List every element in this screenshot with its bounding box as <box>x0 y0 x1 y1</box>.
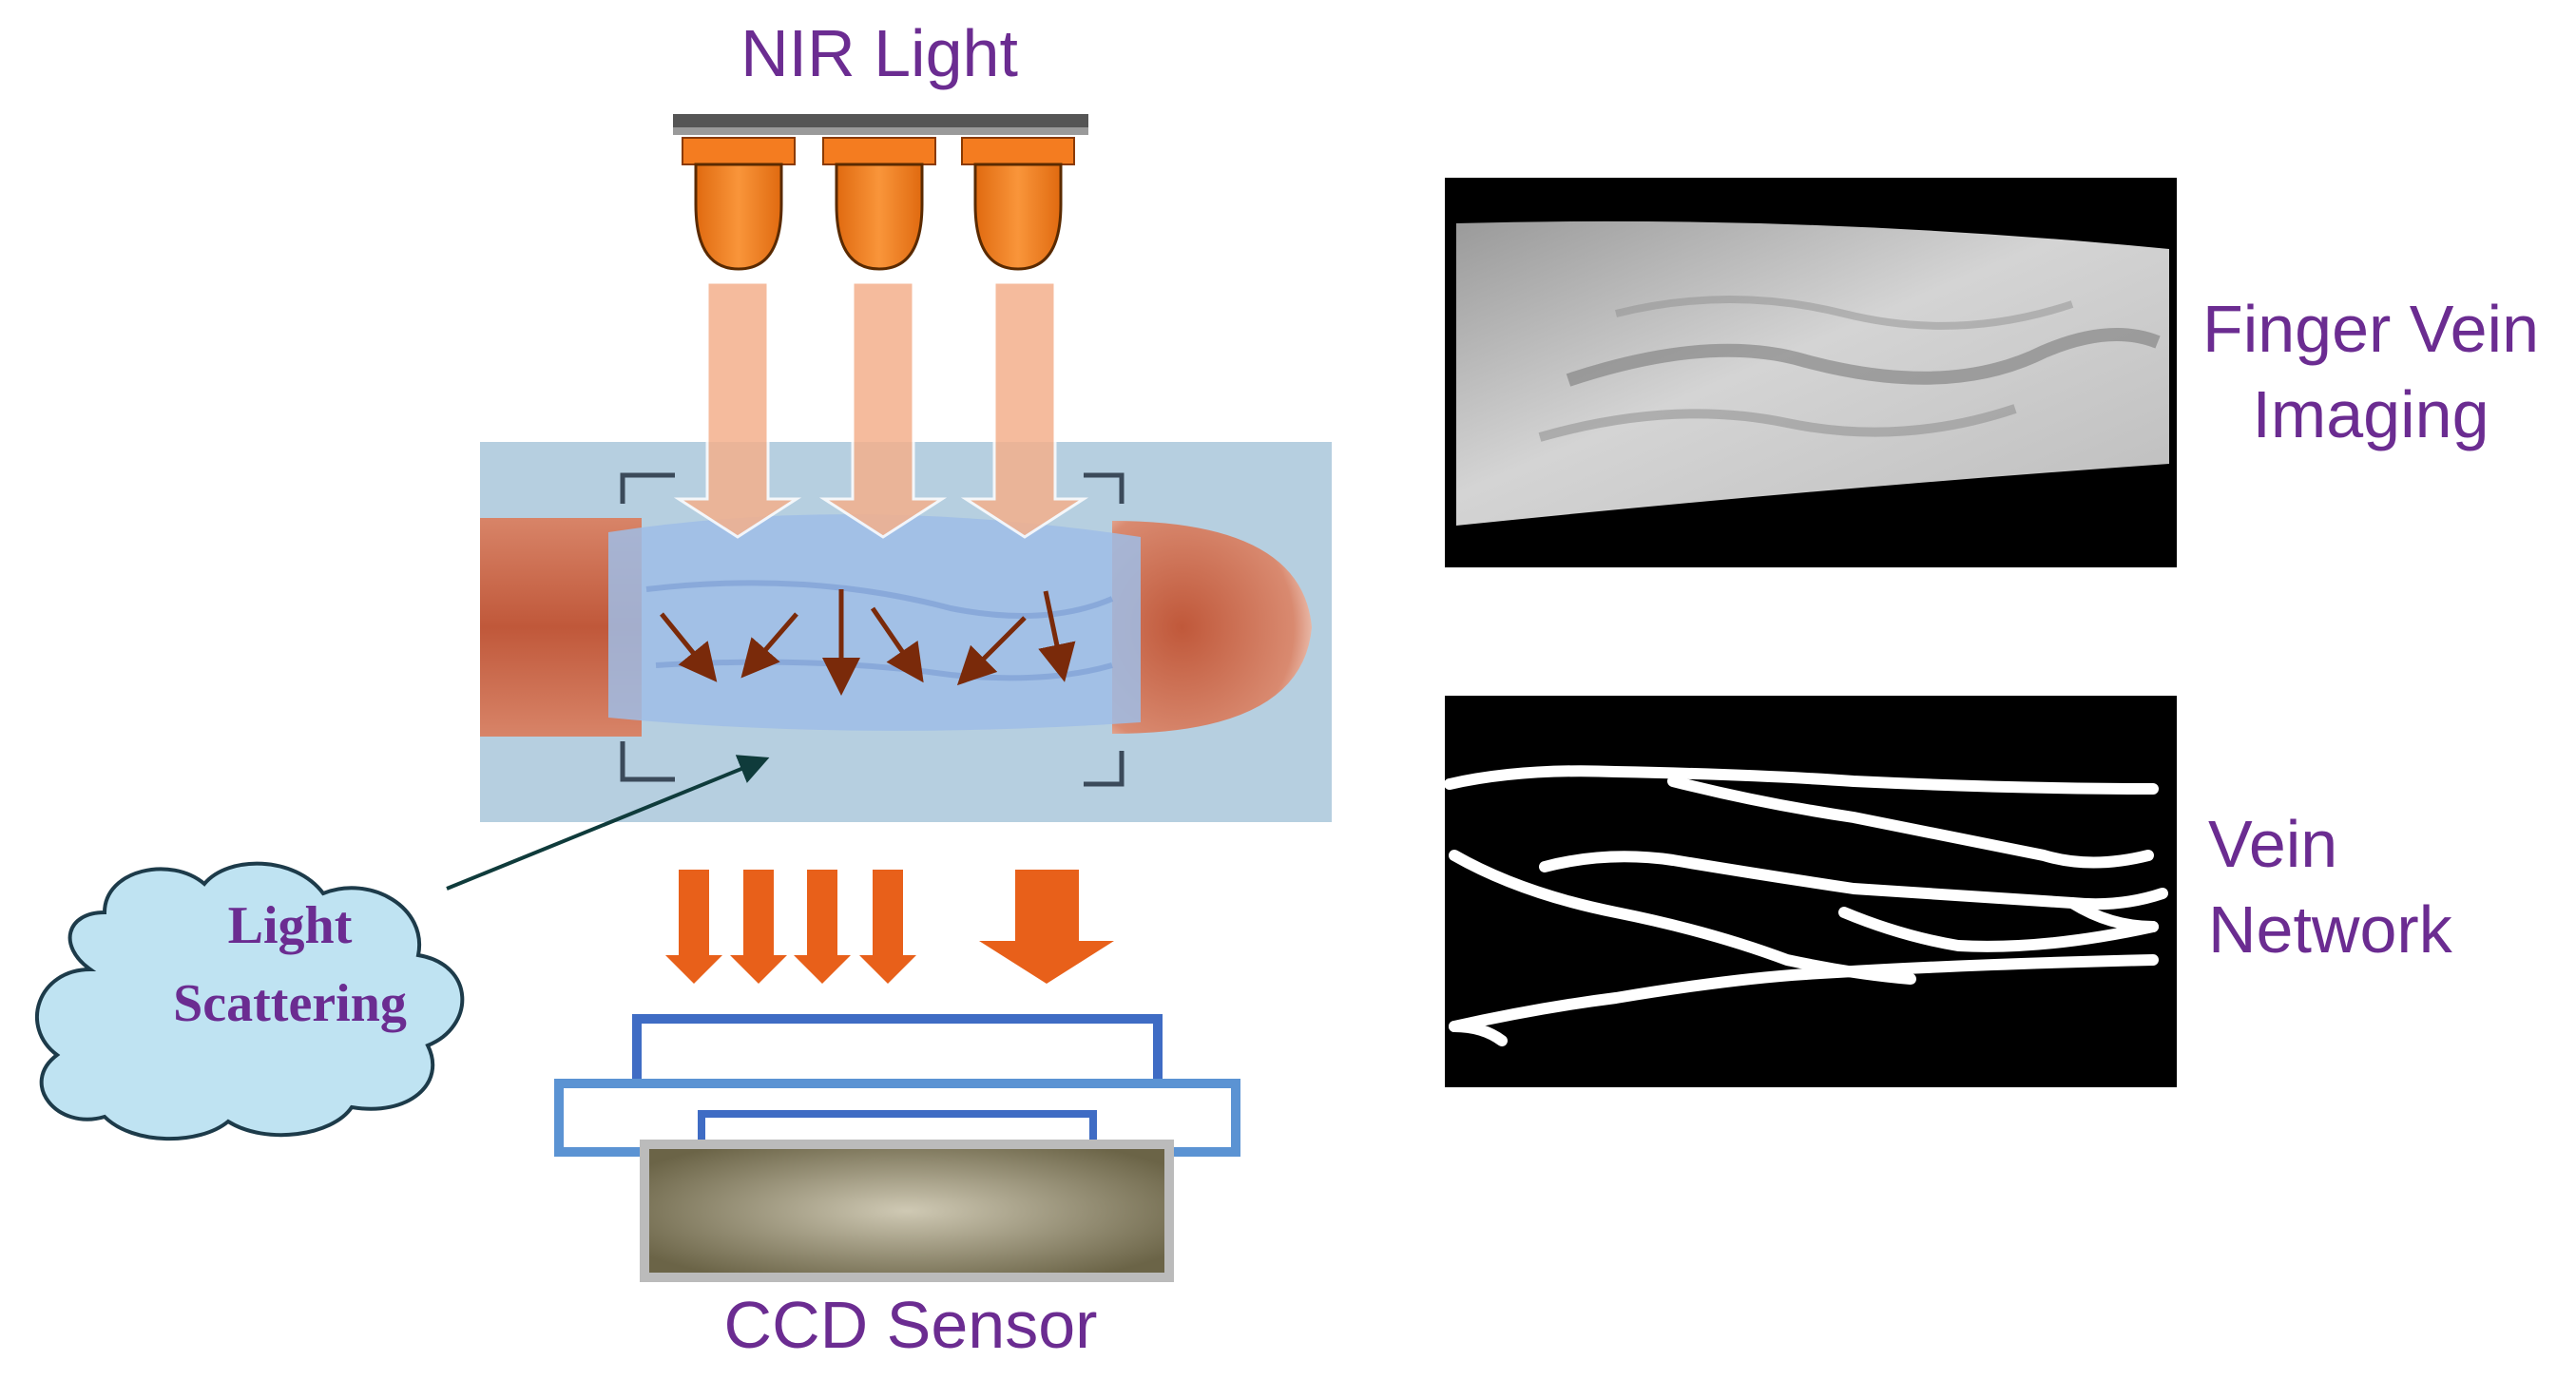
bracket-top-left <box>620 472 675 504</box>
vein-network-label-line2: Network <box>2208 892 2453 967</box>
light-scattering-label-line2: Scattering <box>173 974 407 1033</box>
led-icon <box>682 137 796 271</box>
nir-led-array <box>673 114 1088 271</box>
led-icon <box>822 137 936 271</box>
nir-beam-arrow <box>673 280 802 539</box>
bracket-bottom-left <box>620 741 675 782</box>
vein-network-image <box>1444 696 2177 1087</box>
vein-network-label-line1: Vein <box>2208 807 2337 881</box>
light-scattering-cloud <box>35 861 465 1141</box>
ccd-sensor-assembly <box>554 1014 1240 1282</box>
light-scattering-label-line1: Light <box>228 896 353 955</box>
sensor-arrow <box>665 870 722 984</box>
sensor-arrow <box>979 870 1114 984</box>
sensor-frame-top <box>632 1014 1163 1088</box>
finger-vein-imaging-label-line1: Finger Vein <box>2202 292 2539 366</box>
ccd-sensor-chip <box>640 1140 1174 1282</box>
scattering-arrows <box>660 589 1076 696</box>
finger-vein-imaging-label-line2: Imaging <box>2252 377 2489 451</box>
finger-vein-image <box>1445 178 2177 567</box>
nir-beam-arrows <box>673 280 1089 539</box>
led-icon <box>961 137 1075 271</box>
sensor-arrow <box>794 870 851 984</box>
sensor-arrows <box>665 870 1114 984</box>
sensor-arrow <box>730 870 787 984</box>
sensor-arrow <box>859 870 916 984</box>
ccd-sensor-label: CCD Sensor <box>724 1288 1098 1362</box>
nir-beam-arrow <box>818 280 948 539</box>
callout-line <box>446 755 770 891</box>
bracket-bottom-right <box>1084 751 1125 787</box>
nir-light-label: NIR Light <box>740 16 1018 90</box>
nir-beam-arrow <box>960 280 1089 539</box>
bracket-top-right <box>1084 472 1125 504</box>
